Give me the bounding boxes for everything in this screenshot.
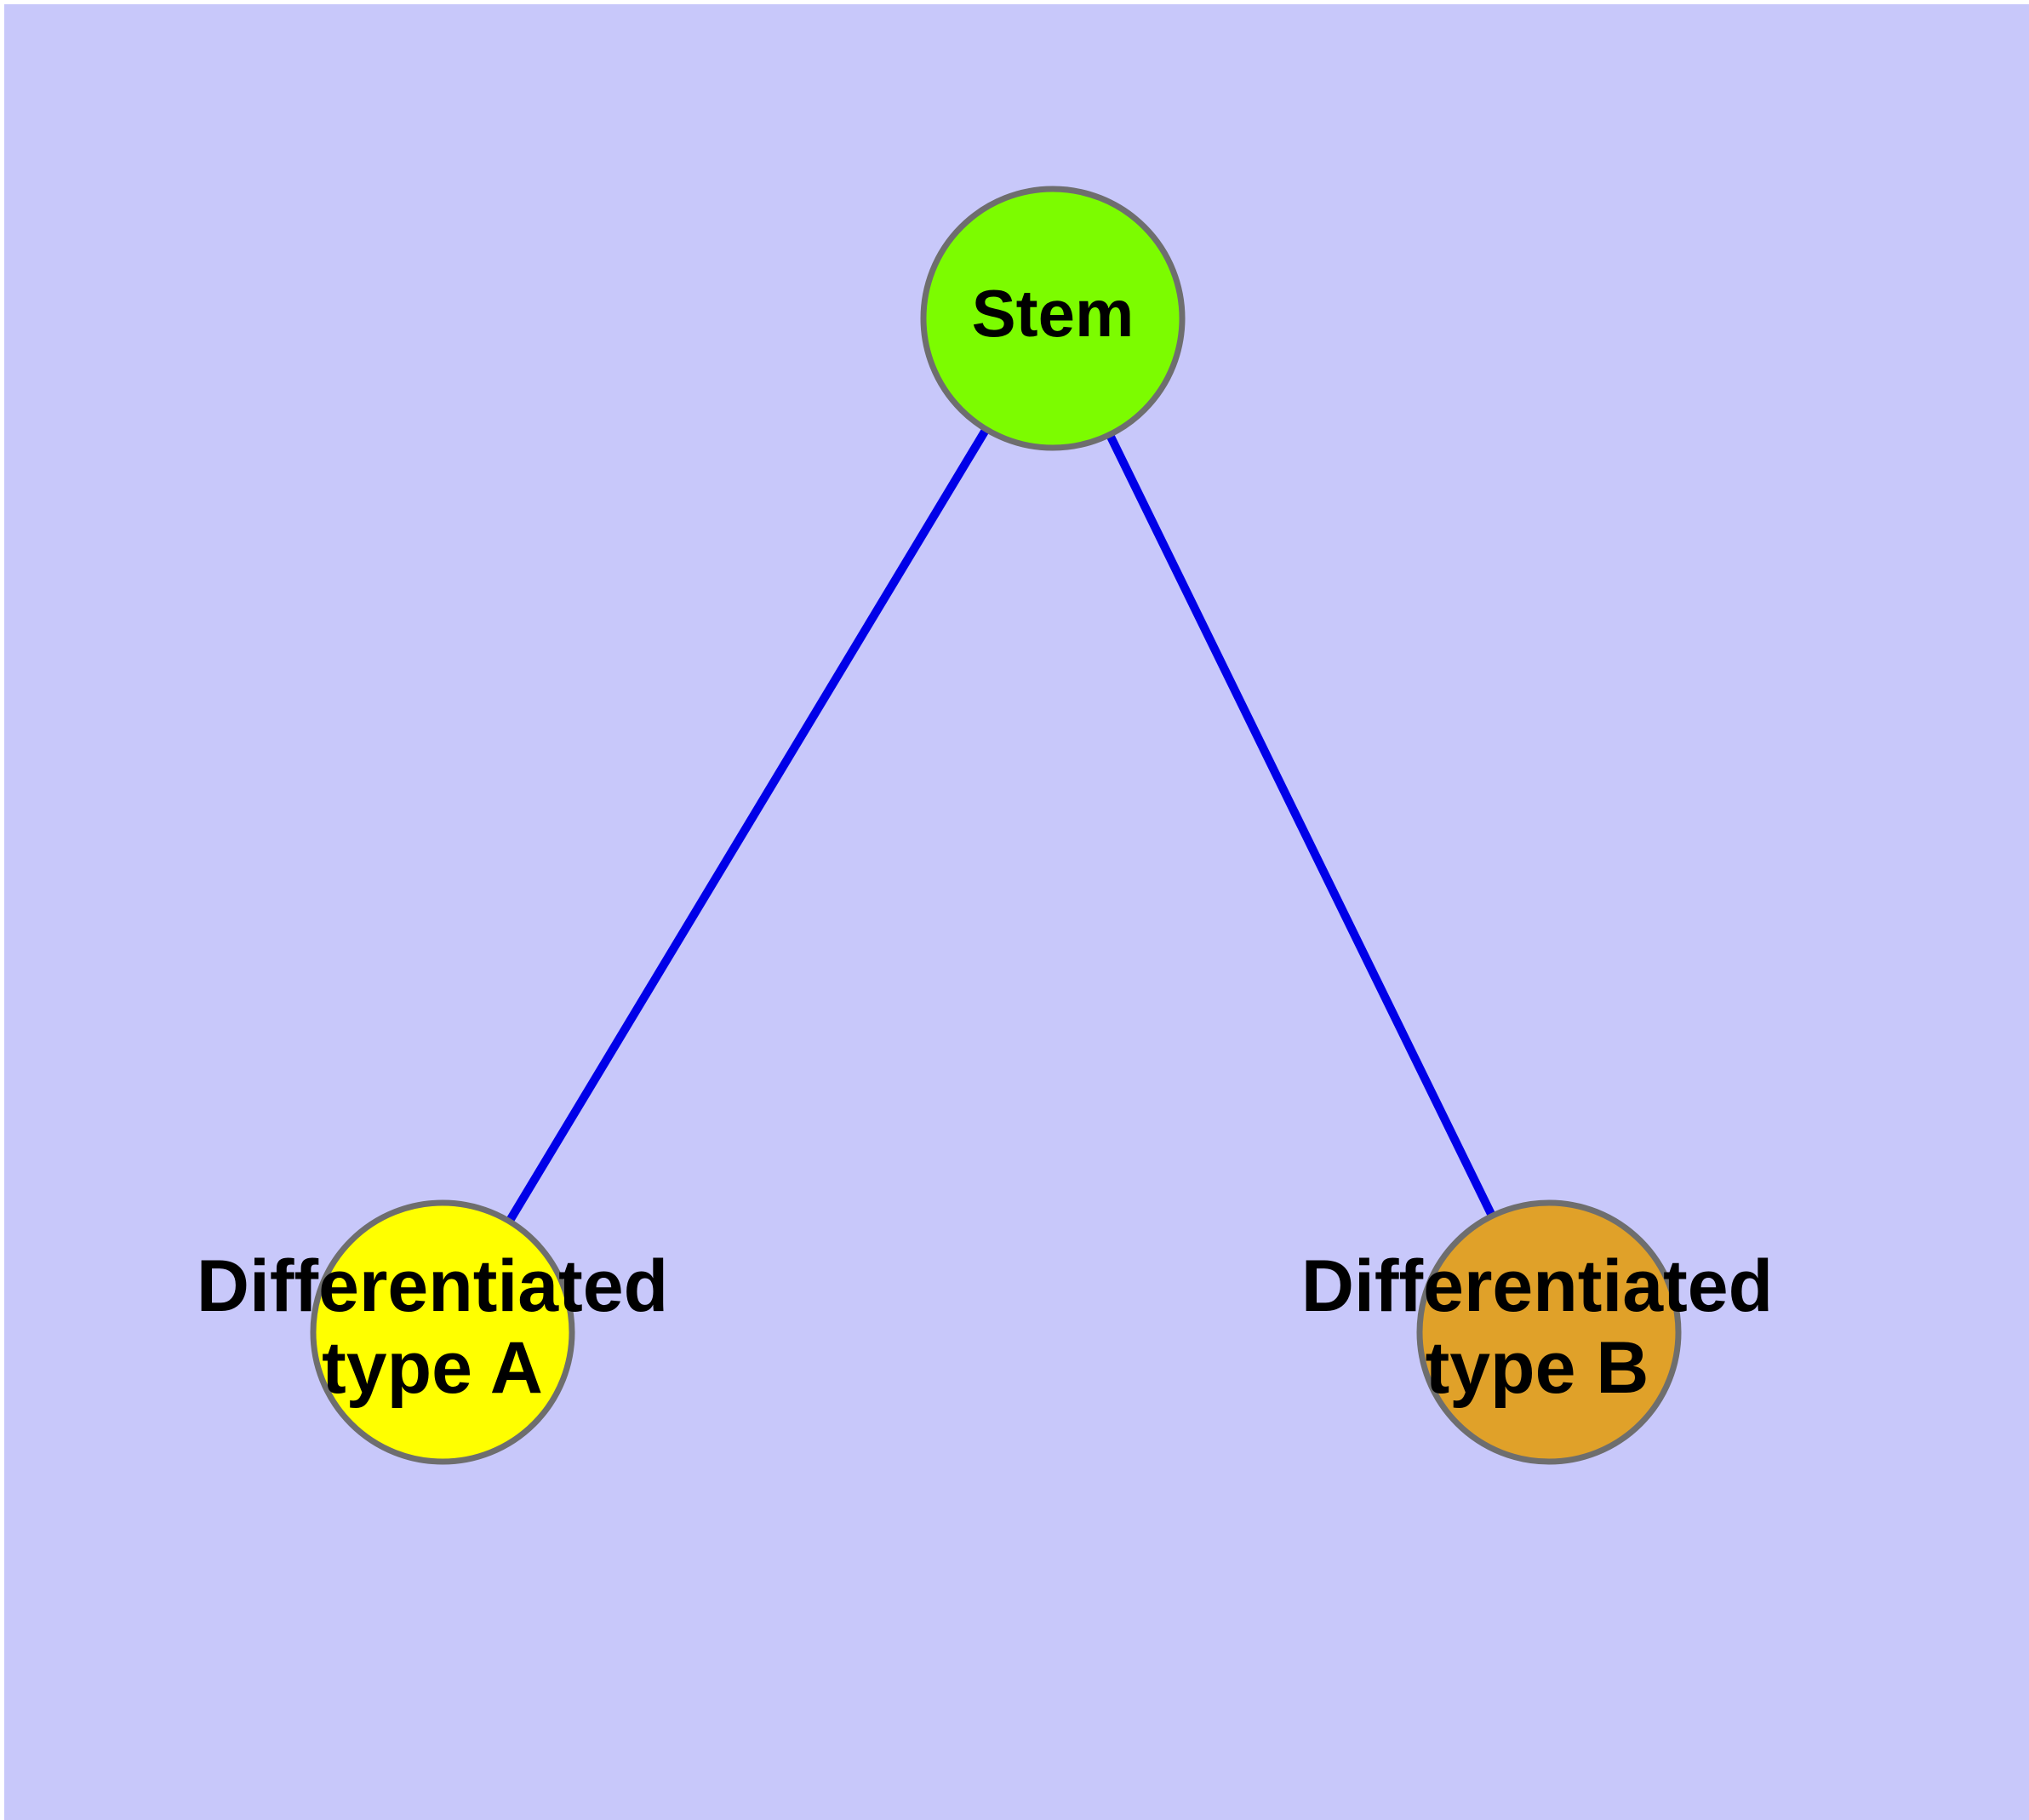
- graph-edge: [505, 425, 991, 1226]
- node-label-line: type B: [1426, 1327, 1649, 1409]
- node-circle-diff_b[interactable]: [1416, 1199, 1682, 1465]
- node-label-stem: Stem: [972, 276, 1135, 351]
- node-circle-stem[interactable]: [920, 186, 1186, 451]
- node-label-line: Differentiated: [1301, 1245, 1773, 1327]
- node-label-line: type A: [322, 1327, 543, 1409]
- node-circle-diff_a[interactable]: [310, 1199, 575, 1465]
- graph-node-stem[interactable]: Stem: [920, 186, 1186, 451]
- graph-edge: [1105, 431, 1497, 1220]
- edge-layer: [505, 425, 1497, 1226]
- node-label-line: Stem: [972, 276, 1135, 351]
- node-label-line: Differentiated: [197, 1245, 668, 1327]
